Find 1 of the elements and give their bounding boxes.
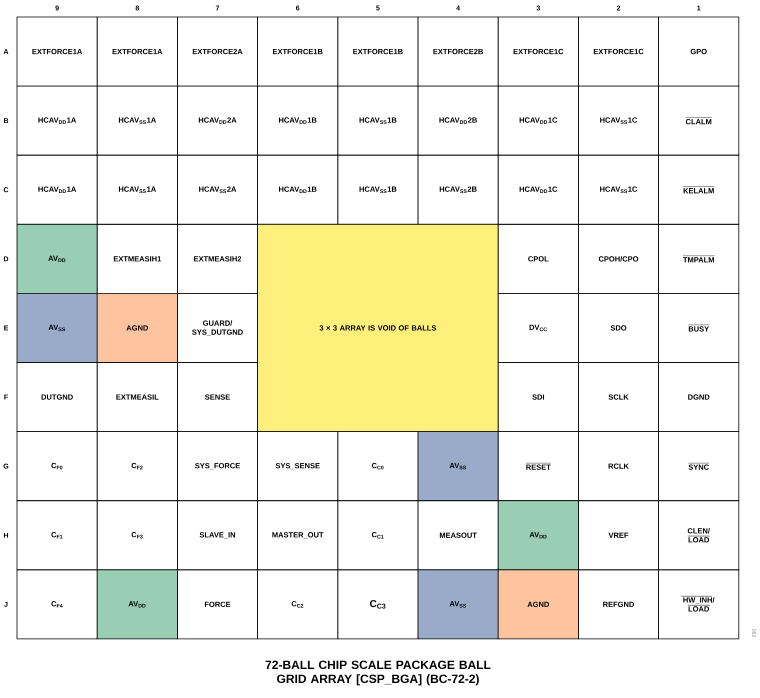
title: 72-BALL CHIP SCALE PACKAGE BALL GRID ARRAY [CSP_BGA] (BC-72-2) — [266, 660, 490, 686]
